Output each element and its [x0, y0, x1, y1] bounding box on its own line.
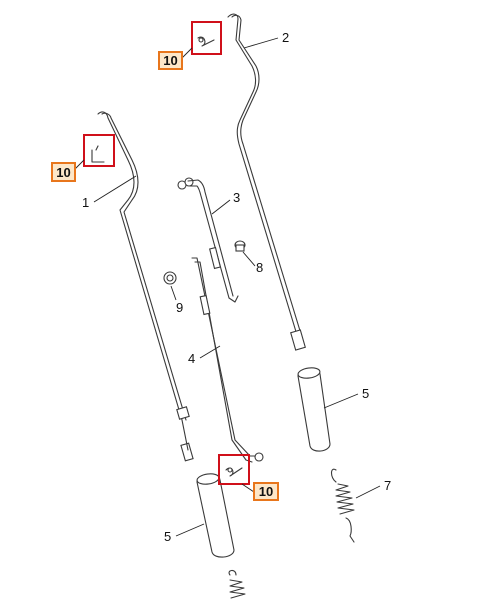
badge-10-top[interactable]: 10: [158, 51, 183, 70]
part-5-grip-lower: [196, 473, 235, 558]
callout-2[interactable]: 2: [282, 30, 289, 45]
leader-5b: [175, 523, 205, 537]
callout-3[interactable]: 3: [233, 190, 240, 205]
part-10-clip-left: [91, 145, 105, 163]
leader-h1: [181, 47, 193, 59]
part-3-link: [177, 177, 239, 303]
leader-9: [170, 285, 177, 301]
badge-10-left[interactable]: 10: [51, 162, 76, 182]
callout-9[interactable]: 9: [176, 300, 183, 315]
part-5-grip-upper: [297, 367, 331, 452]
badge-10-top-label: 10: [163, 53, 177, 68]
leader-2: [243, 37, 279, 49]
part-8-bushing: [234, 240, 246, 252]
highlight-box-left: [83, 134, 115, 167]
leader-5a: [323, 393, 359, 409]
leader-4: [199, 345, 221, 359]
callout-5-upper[interactable]: 5: [362, 386, 369, 401]
leader-7: [355, 485, 381, 499]
leader-3: [211, 199, 231, 215]
highlight-box-bottom: [218, 454, 250, 485]
leader-8: [242, 251, 256, 267]
callout-1[interactable]: 1: [82, 195, 89, 210]
callout-8[interactable]: 8: [256, 260, 263, 275]
part-10-clip-bottom: [225, 467, 243, 477]
part-9-nut: [163, 271, 177, 285]
callout-4[interactable]: 4: [188, 351, 195, 366]
part-10-clip-top: [197, 36, 215, 47]
callout-5-lower[interactable]: 5: [164, 529, 171, 544]
badge-10-bottom[interactable]: 10: [253, 482, 279, 501]
badge-10-bottom-label: 10: [259, 484, 273, 499]
badge-10-left-label: 10: [56, 165, 70, 180]
leader-1: [93, 175, 137, 203]
lower-spring: [228, 569, 246, 599]
callout-7[interactable]: 7: [384, 478, 391, 493]
part-4-link: [191, 257, 264, 463]
highlight-box-top: [191, 21, 222, 55]
part-7-spring: [330, 468, 355, 543]
leader-h3: [241, 483, 255, 493]
part-2-rod: [227, 13, 306, 351]
part-1-rod: [97, 111, 194, 462]
